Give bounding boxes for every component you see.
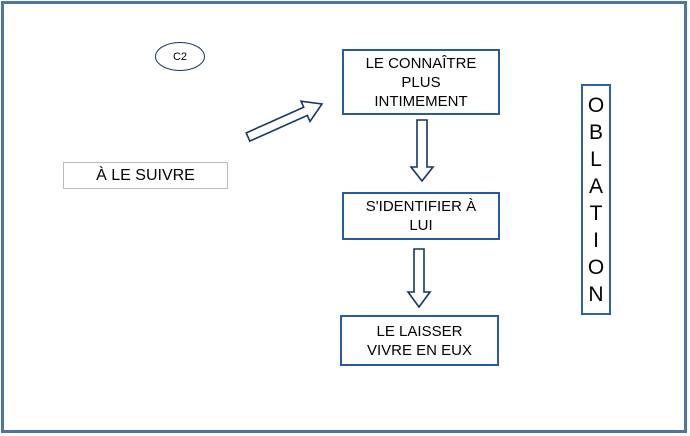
oblation-letter: T (589, 201, 603, 225)
box-line: VIVRE EN EUX (366, 341, 473, 359)
box-a-le-suivre-label: À LE SUIVRE (96, 166, 195, 184)
box-s-identifier: S'IDENTIFIER À LUI (342, 192, 500, 240)
oblation-letter: B (588, 120, 603, 144)
box-a-le-suivre: À LE SUIVRE (63, 162, 228, 189)
oblation-letter: N (588, 282, 604, 306)
oblation-letter: A (588, 174, 603, 198)
box-line: S'IDENTIFIER À (365, 198, 477, 215)
c2-label: C2 (172, 50, 188, 63)
box-line: LUI (409, 217, 433, 234)
box-le-laisser: LE LAISSER VIVRE EN EUX (340, 315, 499, 366)
box-line: PLUS (401, 73, 441, 91)
box-line: LE CONNAÎTRE (365, 54, 477, 72)
oblation-letter: I (593, 228, 599, 252)
oblation-letter: L (590, 147, 602, 171)
box-line: INTIMEMENT (374, 92, 468, 110)
oblation-letter: O (587, 93, 605, 117)
oblation-letter: O (587, 255, 605, 279)
oblation-vertical-box: O B L A T I O N (581, 84, 611, 315)
box-le-connaitre: LE CONNAÎTRE PLUS INTIMEMENT (342, 49, 500, 115)
c2-ellipse: C2 (155, 42, 205, 71)
box-line: LE LAISSER (376, 322, 463, 340)
